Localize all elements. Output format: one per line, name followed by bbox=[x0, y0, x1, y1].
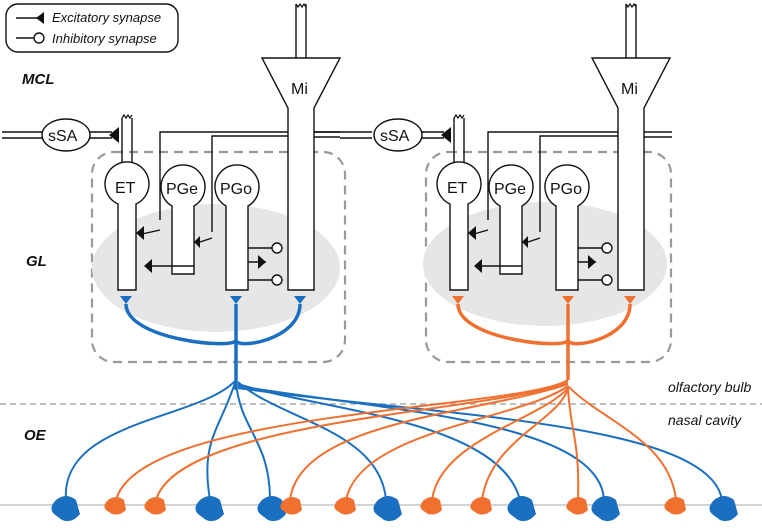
glomerulus-right bbox=[423, 150, 673, 364]
synapses-right bbox=[468, 226, 613, 286]
excitatory-synapse-icon bbox=[468, 226, 476, 240]
excitatory-synapse-icon bbox=[258, 255, 266, 269]
osn-cells-orange bbox=[104, 497, 686, 515]
osn-cell bbox=[507, 496, 536, 522]
ssa-label-right: sSA bbox=[380, 128, 410, 145]
axon-terminals-left bbox=[120, 296, 306, 390]
osn-cell bbox=[257, 496, 286, 522]
excitatory-synapse-icon bbox=[36, 12, 44, 24]
ssa-cell-left: sSA bbox=[2, 118, 119, 152]
legend-box: Excitatory synapse Inhibitory synapse bbox=[5, 3, 179, 53]
excitatory-synapse-icon bbox=[144, 259, 152, 273]
layer-label-oe: OE bbox=[24, 427, 47, 444]
osn-cell bbox=[373, 496, 402, 522]
inhibitory-synapse-icon bbox=[601, 242, 613, 254]
region-label-olfactory-bulb: olfactory bulb bbox=[668, 379, 751, 395]
inhibitory-synapse-icon bbox=[271, 242, 283, 254]
axon-terminals-right bbox=[452, 296, 636, 380]
osn-cell bbox=[709, 496, 738, 522]
osn-cell bbox=[104, 497, 126, 515]
ssa-cell-right: sSA bbox=[314, 118, 451, 152]
osn-cell bbox=[51, 496, 80, 522]
osn-cell bbox=[420, 497, 442, 515]
connections-right bbox=[473, 131, 672, 281]
excitatory-synapse-icon bbox=[588, 255, 596, 269]
inhibitory-synapse-icon bbox=[601, 274, 613, 286]
pgo-label-right: PGo bbox=[550, 181, 582, 198]
legend-excitatory-label: Excitatory synapse bbox=[52, 10, 161, 25]
excitatory-synapse-icon bbox=[441, 127, 451, 143]
mitral-label-right: Mi bbox=[621, 81, 638, 98]
osn-cell bbox=[334, 497, 356, 515]
region-label-nasal-cavity: nasal cavity bbox=[668, 412, 742, 428]
pgo-cell-right: PGo bbox=[544, 164, 590, 291]
inhibitory-synapse-icon bbox=[271, 274, 283, 286]
osn-cell bbox=[195, 496, 224, 522]
inhibitory-synapse-icon bbox=[33, 32, 45, 44]
excitatory-synapse-icon bbox=[522, 236, 528, 248]
osn-cell bbox=[280, 497, 302, 515]
layer-label-mcl: MCL bbox=[22, 71, 55, 88]
ssa-label-left: sSA bbox=[48, 128, 78, 145]
osn-cell bbox=[470, 497, 492, 515]
glomerulus-left bbox=[90, 150, 347, 364]
excitatory-synapse-icon bbox=[136, 226, 144, 240]
osn-axons-orange bbox=[115, 379, 677, 501]
et-cell-left: ET bbox=[104, 113, 150, 291]
pge-cell-right: PGe bbox=[488, 164, 534, 275]
pgo-label-left: PGo bbox=[220, 181, 252, 198]
osn-cells-blue bbox=[51, 496, 738, 522]
mitral-label-left: Mi bbox=[291, 81, 308, 98]
et-label-left: ET bbox=[115, 180, 136, 197]
osn-cell bbox=[566, 497, 588, 515]
et-label-right: ET bbox=[447, 180, 468, 197]
osn-cell bbox=[664, 497, 686, 515]
excitatory-synapse-icon bbox=[109, 127, 119, 143]
mitral-cell-left: Mi bbox=[260, 2, 342, 291]
synapses-left bbox=[136, 226, 283, 286]
et-cell-right: ET bbox=[436, 113, 482, 291]
legend-inhibitory-label: Inhibitory synapse bbox=[52, 31, 157, 46]
mitral-cell-right: Mi bbox=[590, 2, 672, 291]
pgo-cell-left: PGo bbox=[214, 164, 260, 291]
excitatory-synapse-icon bbox=[194, 236, 200, 248]
osn-axons-blue bbox=[64, 379, 723, 501]
excitatory-synapse-icon bbox=[474, 259, 482, 273]
osn-cell bbox=[591, 496, 620, 522]
layer-label-gl: GL bbox=[26, 253, 47, 270]
pge-label-right: PGe bbox=[494, 181, 526, 198]
pge-label-left: PGe bbox=[166, 181, 198, 198]
pge-cell-left: PGe bbox=[160, 164, 206, 275]
osn-cell bbox=[144, 497, 166, 515]
